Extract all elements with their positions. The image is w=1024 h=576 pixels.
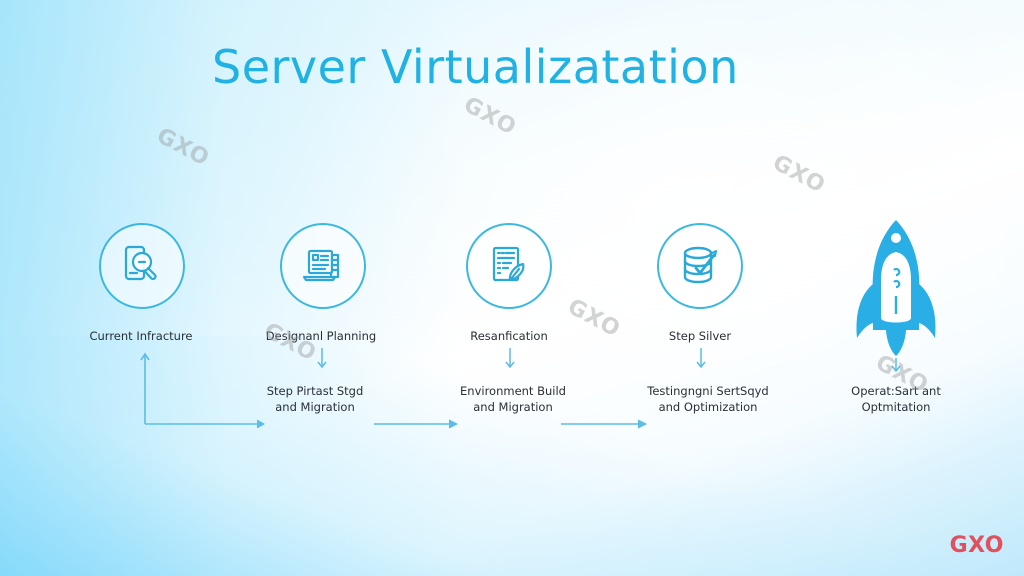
step-4-sub-line-2: and Optimization <box>658 400 758 414</box>
database-check-icon <box>683 246 717 284</box>
laptop-document-icon <box>302 249 340 282</box>
step-4-circle <box>657 223 743 309</box>
rocket-icon <box>856 220 936 356</box>
down-arrow-icon <box>696 348 706 369</box>
step-2-circle <box>280 223 366 309</box>
step-1-label: Current Infracture <box>89 329 193 343</box>
magnifier-document-icon <box>124 245 157 281</box>
step-3-label: Resanfication <box>470 329 548 343</box>
down-arrow-icon <box>891 358 901 373</box>
step-1-circle <box>99 223 185 309</box>
step-3-sub-line-1: Environment Build <box>460 384 566 398</box>
step-4-label: Step Silver <box>668 329 732 343</box>
watermark: GXO <box>152 123 214 172</box>
step-3-sub-label: Environment Build and Migration <box>460 383 566 415</box>
step-2-label: Designanl Planning <box>265 329 377 343</box>
step-4-sub-line-1: Testingngni SertSqyd <box>647 384 769 398</box>
watermark: GXO <box>563 294 625 343</box>
right-arrow-icon <box>561 419 648 429</box>
down-arrow-icon <box>505 348 515 369</box>
page-title: Server Virtualizatation <box>212 40 739 94</box>
step-3-circle <box>466 223 552 309</box>
step-2-sub-line-1: Step Pirtast Stgd <box>266 384 364 398</box>
step-5-sub-line-2: Optmitation <box>861 400 931 414</box>
step-5-sub-label: Operat:Sart ant Optmitation <box>851 383 941 415</box>
step-2-sub-label: Step Pirtast Stgd and Migration <box>267 383 364 415</box>
down-arrow-icon <box>317 348 327 369</box>
step-3-sub-line-2: and Migration <box>473 400 553 414</box>
loop-back-arrow <box>140 352 266 429</box>
watermark: GXO <box>768 150 830 199</box>
brand-logo: GXO <box>949 533 1004 558</box>
step-2-sub-line-2: and Migration <box>275 400 355 414</box>
checklist-pen-icon <box>492 246 525 282</box>
step-5-sub-line-1: Operat:Sart ant <box>851 384 941 398</box>
watermark: GXO <box>459 92 521 141</box>
right-arrow-icon <box>374 419 459 429</box>
step-4-sub-label: Testingngni SertSqyd and Optimization <box>647 383 768 415</box>
